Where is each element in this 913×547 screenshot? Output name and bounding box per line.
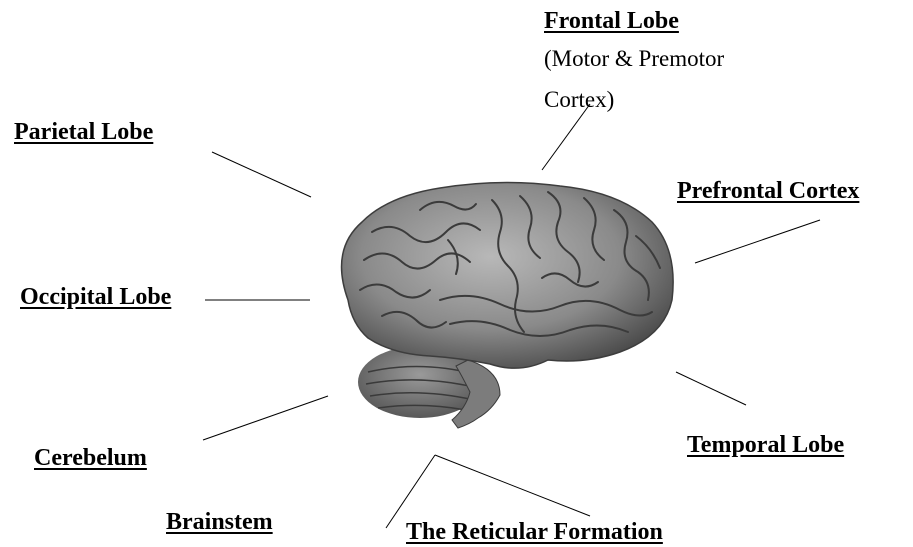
temporal-lobe-label: Temporal Lobe: [687, 433, 844, 457]
prefrontal-cortex-label: Prefrontal Cortex: [677, 179, 859, 203]
leader-line-cerebelum: [203, 396, 328, 440]
leader-line-reticular: [435, 455, 590, 516]
frontal-lobe-description-line1: (Motor & Premotor: [544, 44, 724, 74]
cerebelum-label: Cerebelum: [34, 446, 147, 470]
brainstem-label: Brainstem: [166, 510, 273, 534]
leader-line-parietal: [212, 152, 311, 197]
leader-line-brainstem: [386, 455, 435, 528]
occipital-lobe-label: Occipital Lobe: [20, 285, 171, 309]
leader-line-prefrontal: [695, 220, 820, 263]
cerebrum-shape: [342, 182, 674, 368]
reticular-formation-label: The Reticular Formation: [406, 520, 663, 544]
frontal-lobe-label: Frontal Lobe: [544, 9, 679, 33]
parietal-lobe-label: Parietal Lobe: [14, 120, 153, 144]
frontal-lobe-description-line2: Cortex): [544, 85, 614, 115]
leader-line-temporal: [676, 372, 746, 405]
